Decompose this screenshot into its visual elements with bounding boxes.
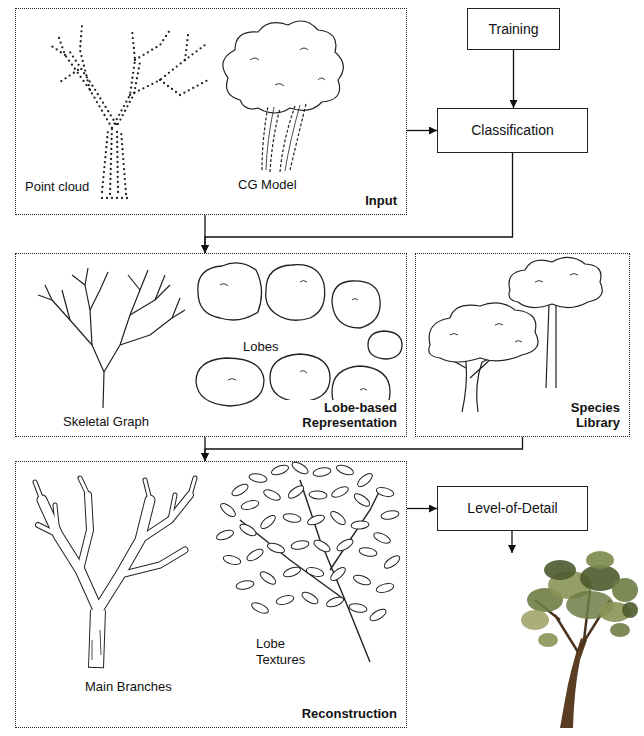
panel-title: Species Library: [546, 400, 622, 431]
lod-arrow: [511, 531, 512, 553]
figure-caption: Skeletal Graph: [61, 414, 151, 430]
flow-arrow: [407, 508, 437, 509]
figure-caption: Point cloud: [23, 179, 91, 195]
flow-arrow: [513, 50, 514, 108]
point-cloud: [50, 25, 208, 198]
species-trees: [429, 257, 603, 412]
flow-arrow: [407, 130, 437, 131]
lobes: [196, 263, 402, 418]
library-panel: Species Library: [415, 253, 630, 437]
figure-caption: Lobes: [241, 339, 280, 355]
input-panel: Point cloud CG ModelInput: [15, 8, 407, 215]
box-label: Training: [488, 21, 538, 38]
panel-title: Lobe-based Representation: [283, 400, 399, 431]
figure-caption: CG Model: [236, 177, 299, 193]
process-box: Training: [467, 8, 560, 50]
box-label: Classification: [471, 122, 553, 139]
representation-panel: Skeletal Graph LobesLobe-based Representa…: [15, 253, 407, 437]
lobe-textures: [215, 460, 401, 662]
box-label: Level-of-Detail: [467, 500, 557, 517]
flow-arrow: [205, 437, 523, 461]
skeletal-graph: [38, 268, 185, 408]
cg-model: [223, 21, 343, 172]
main-branches: [35, 478, 195, 668]
process-box: Level-of-Detail: [437, 486, 588, 531]
rendered-tree: [521, 551, 638, 728]
panel-title: Input: [363, 193, 399, 209]
flow-arrow: [205, 153, 513, 253]
figure-caption: Main Branches: [83, 679, 174, 695]
reconstruction-panel: Main Branches Lobe TexturesReconstruction: [15, 461, 407, 728]
process-box: Classification: [437, 108, 588, 153]
panel-title: Reconstruction: [300, 706, 399, 722]
figure-caption: Lobe Textures: [254, 636, 320, 667]
